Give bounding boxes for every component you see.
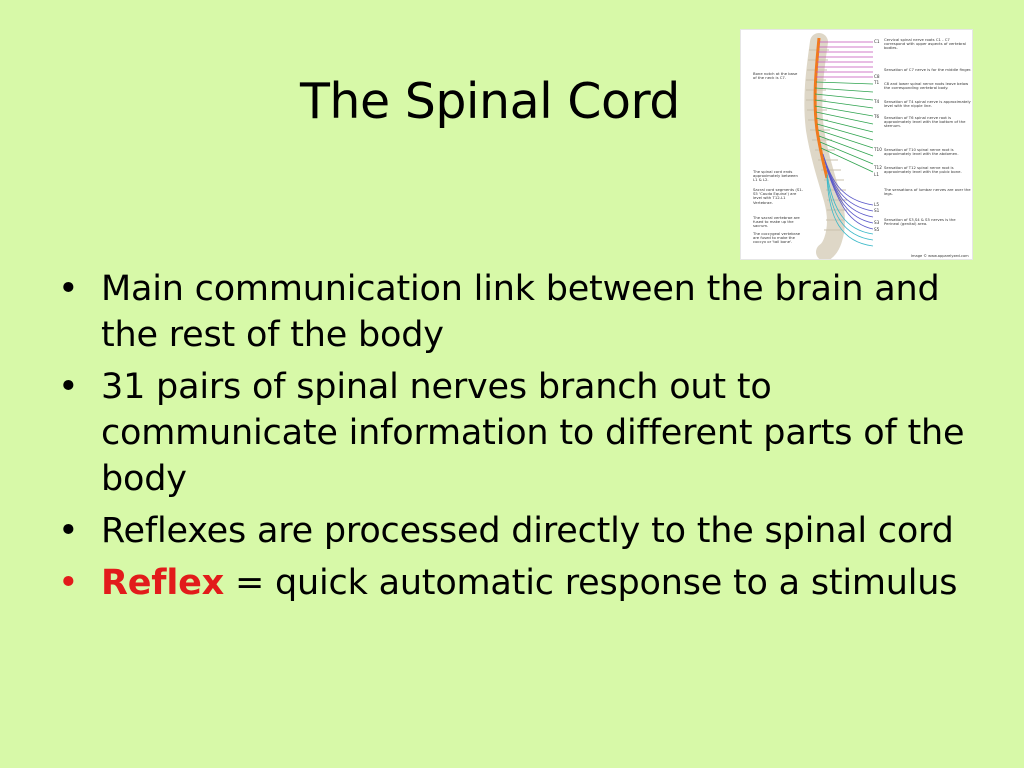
segment-label: T4 [873, 99, 880, 104]
note-right: Sensation of T12 spinal nerve root is ap… [884, 166, 962, 175]
note-left: Bone notch at the base of the neck is C7… [753, 72, 798, 81]
note-right: The sensations of lumbar nerves are over… [884, 188, 971, 197]
bullet-text: 31 pairs of spinal nerves branch out to … [101, 367, 965, 499]
segment-label: S3 [874, 220, 880, 225]
bullet-text: = quick automatic response to a stimulus [224, 563, 958, 603]
bullet-list: • Main communication link between the br… [58, 266, 978, 612]
segment-label: C8 [874, 74, 880, 79]
segment-label: T1 [873, 80, 880, 85]
bullet-item-reflex: • Reflex = quick automatic response to a… [58, 560, 978, 606]
spinal-cord-illustration: C1 C8 T1 T4 T6 T10 T12 L1 L5 S1 S3 S5 Ce… [753, 33, 972, 259]
right-notes: Cervical spinal nerve roots C1 - C7 corr… [884, 38, 972, 227]
segment-label: T6 [873, 114, 880, 119]
spinal-cord [813, 37, 829, 179]
note-right: C8 and lower spinal nerve roots leave be… [884, 82, 969, 91]
note-right: Sensation of T4 spinal nerve is approxim… [884, 100, 971, 109]
bullet-item: • Reflexes are processed directly to the… [58, 508, 978, 554]
lumbar-nerves [822, 153, 874, 230]
vertebra-ticks [806, 49, 847, 231]
note-left: The spinal cord ends approximately betwe… [753, 170, 798, 183]
segment-label: C1 [874, 39, 880, 44]
cervical-nerves [816, 41, 873, 78]
slide-title: The Spinal Cord [300, 73, 680, 130]
bullet-marker: • [58, 511, 79, 551]
note-right: Sensation of T10 spinal nerve root is ap… [884, 148, 959, 157]
note-right: Sensation of C7 nerve is for the middle … [884, 68, 972, 72]
bullet-marker: • [58, 269, 79, 309]
bullet-item: • Main communication link between the br… [58, 266, 978, 358]
note-right: Sensation of S3,S4 & S5 nerves is the Pe… [884, 218, 956, 227]
note-left: The coccygeal vertebrae are fused to mak… [753, 232, 801, 245]
bullet-marker: • [58, 563, 79, 603]
spinal-cord-diagram: C1 C8 T1 T4 T6 T10 T12 L1 L5 S1 S3 S5 Ce… [740, 29, 973, 260]
segment-label: T12 [873, 165, 882, 170]
thoracic-nerves [814, 81, 874, 173]
left-notes: Bone notch at the base of the neck is C7… [753, 72, 803, 245]
segment-label: L5 [874, 202, 879, 207]
image-credit: Image © www.apparelyzed.com [911, 254, 969, 258]
bullet-text: Reflexes are processed directly to the s… [101, 511, 954, 551]
segment-label: T10 [873, 147, 882, 152]
note-left: Sacral cord segments (S1-S5 'Cauda Equin… [753, 188, 803, 205]
note-right: Sensation of T6 spinal nerve root is app… [884, 116, 966, 129]
sacral-nerves [826, 173, 874, 247]
segment-label: S5 [874, 227, 880, 232]
bullet-text: Main communication link between the brai… [101, 269, 940, 355]
reflex-term: Reflex [101, 563, 225, 603]
note-left: The sacral vertebrae are fused to make u… [753, 216, 800, 229]
segment-label: L1 [874, 172, 879, 177]
note-right: Cervical spinal nerve roots C1 - C7 corr… [884, 38, 967, 51]
bullet-item: • 31 pairs of spinal nerves branch out t… [58, 364, 978, 502]
bullet-marker: • [58, 367, 79, 407]
segment-label: S1 [874, 208, 880, 213]
segment-labels: C1 C8 T1 T4 T6 T10 T12 L1 L5 S1 S3 S5 [873, 39, 882, 232]
